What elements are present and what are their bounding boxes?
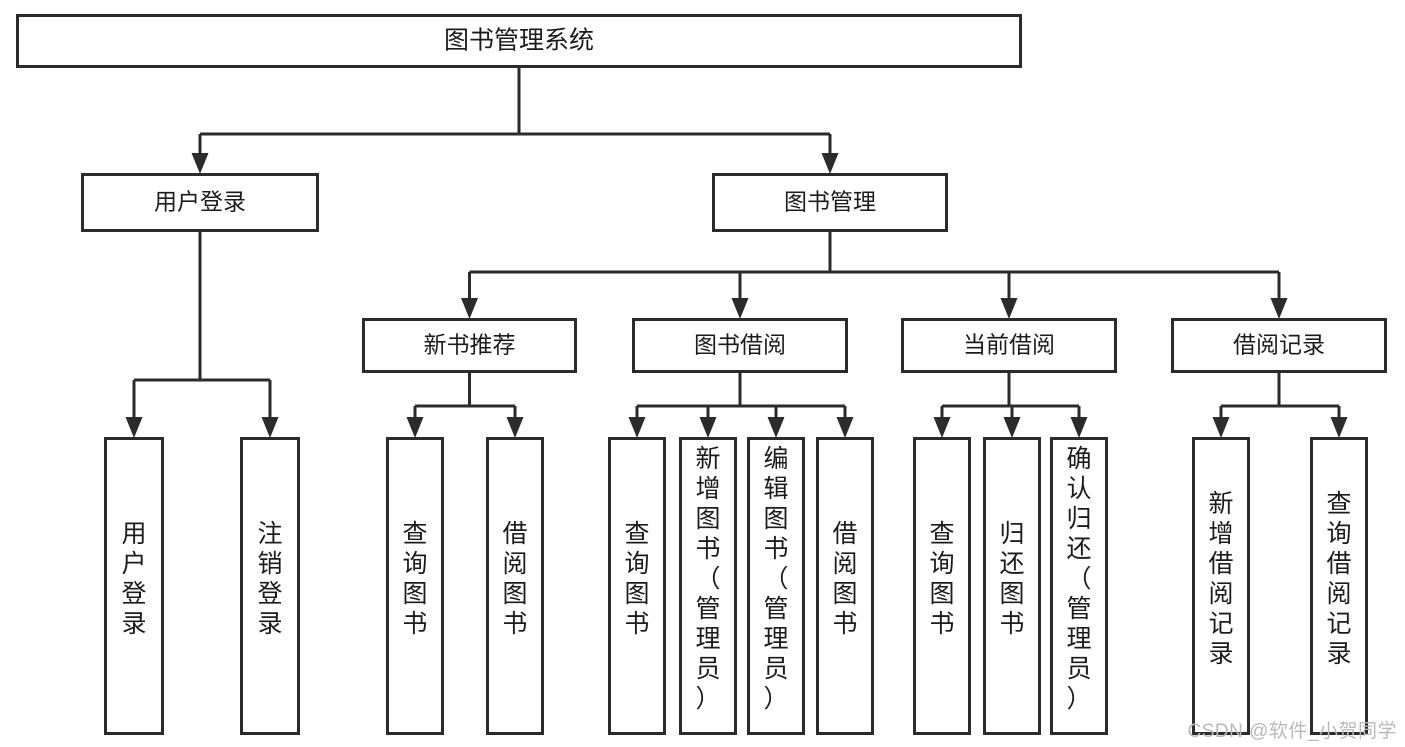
node-leaf-user-logout[interactable]: 注销登录 — [240, 437, 300, 735]
node-box-leaf-add-record[interactable] — [1192, 437, 1250, 735]
node-label-leaf-edit-book: 编辑图书（管理员） — [763, 445, 788, 713]
node-leaf-add-record[interactable]: 新增借阅记录 — [1192, 437, 1250, 735]
node-box-current-borrow[interactable] — [901, 318, 1117, 373]
node-new-book-rec[interactable]: 新书推荐 — [362, 318, 577, 373]
node-label-borrow-record: 借阅记录 — [1233, 332, 1325, 358]
node-leaf-edit-book[interactable]: 编辑图书（管理员） — [747, 437, 805, 735]
node-label-leaf-query-book-3: 查询图书 — [929, 520, 954, 638]
node-label-new-book-rec: 新书推荐 — [424, 332, 516, 358]
node-label-book-borrow: 图书借阅 — [694, 332, 786, 358]
node-leaf-query-book-3[interactable]: 查询图书 — [913, 437, 971, 735]
node-box-leaf-return-book[interactable] — [983, 437, 1041, 735]
connector-layer — [125, 68, 1348, 438]
node-label-leaf-add-record: 新增借阅记录 — [1208, 490, 1233, 668]
node-label-leaf-confirm-return: 确认归还（管理员） — [1066, 445, 1091, 713]
node-box-leaf-query-record[interactable] — [1310, 437, 1368, 735]
node-borrow-record[interactable]: 借阅记录 — [1171, 318, 1387, 373]
node-label-user-login: 用户登录 — [154, 189, 246, 215]
node-leaf-confirm-return[interactable]: 确认归还（管理员） — [1050, 437, 1108, 735]
node-label-leaf-query-book-1: 查询图书 — [402, 520, 427, 638]
node-box-leaf-confirm-return[interactable] — [1050, 437, 1108, 735]
node-label-leaf-query-book-2: 查询图书 — [624, 520, 649, 638]
node-leaf-borrow-book-1[interactable]: 借阅图书 — [486, 437, 544, 735]
node-root[interactable]: 图书管理系统 — [16, 14, 1022, 68]
node-book-borrow[interactable]: 图书借阅 — [632, 318, 848, 373]
node-label-book-manage: 图书管理 — [784, 189, 876, 215]
node-box-book-manage[interactable] — [712, 173, 948, 232]
node-box-user-login[interactable] — [81, 173, 319, 232]
node-box-leaf-borrow-book-2[interactable] — [816, 437, 874, 735]
node-leaf-user-login[interactable]: 用户登录 — [104, 437, 164, 735]
node-label-leaf-add-book: 新增图书（管理员） — [695, 445, 720, 713]
node-box-book-borrow[interactable] — [632, 318, 848, 373]
node-label-leaf-user-login: 用户登录 — [121, 520, 146, 638]
node-box-leaf-add-book[interactable] — [679, 437, 737, 735]
node-box-borrow-record[interactable] — [1171, 318, 1387, 373]
node-leaf-add-book[interactable]: 新增图书（管理员） — [679, 437, 737, 735]
node-current-borrow[interactable]: 当前借阅 — [901, 318, 1117, 373]
node-box-leaf-query-book-3[interactable] — [913, 437, 971, 735]
node-box-leaf-borrow-book-1[interactable] — [486, 437, 544, 735]
node-label-leaf-user-logout: 注销登录 — [257, 520, 282, 638]
node-leaf-return-book[interactable]: 归还图书 — [983, 437, 1041, 735]
node-leaf-query-book-2[interactable]: 查询图书 — [608, 437, 666, 735]
node-leaf-query-book-1[interactable]: 查询图书 — [386, 437, 444, 735]
node-box-leaf-query-book-2[interactable] — [608, 437, 666, 735]
node-label-root: 图书管理系统 — [444, 27, 594, 55]
node-box-leaf-user-logout[interactable] — [240, 437, 300, 735]
node-leaf-query-record[interactable]: 查询借阅记录 — [1310, 437, 1368, 735]
node-book-manage[interactable]: 图书管理 — [712, 173, 948, 232]
node-label-leaf-query-record: 查询借阅记录 — [1326, 490, 1351, 668]
node-label-leaf-borrow-book-2: 借阅图书 — [832, 520, 857, 638]
node-leaf-borrow-book-2[interactable]: 借阅图书 — [816, 437, 874, 735]
node-user-login[interactable]: 用户登录 — [81, 173, 319, 232]
node-box-leaf-edit-book[interactable] — [747, 437, 805, 735]
node-label-leaf-borrow-book-1: 借阅图书 — [502, 520, 527, 638]
node-label-leaf-return-book: 归还图书 — [999, 520, 1024, 638]
node-box-leaf-query-book-1[interactable] — [386, 437, 444, 735]
node-label-current-borrow: 当前借阅 — [963, 332, 1055, 358]
node-box-leaf-user-login[interactable] — [104, 437, 164, 735]
node-box-new-book-rec[interactable] — [362, 318, 577, 373]
node-layer: 图书管理系统用户登录图书管理新书推荐图书借阅当前借阅借阅记录用户登录注销登录查询… — [16, 14, 1387, 735]
node-box-root[interactable] — [16, 14, 1022, 68]
